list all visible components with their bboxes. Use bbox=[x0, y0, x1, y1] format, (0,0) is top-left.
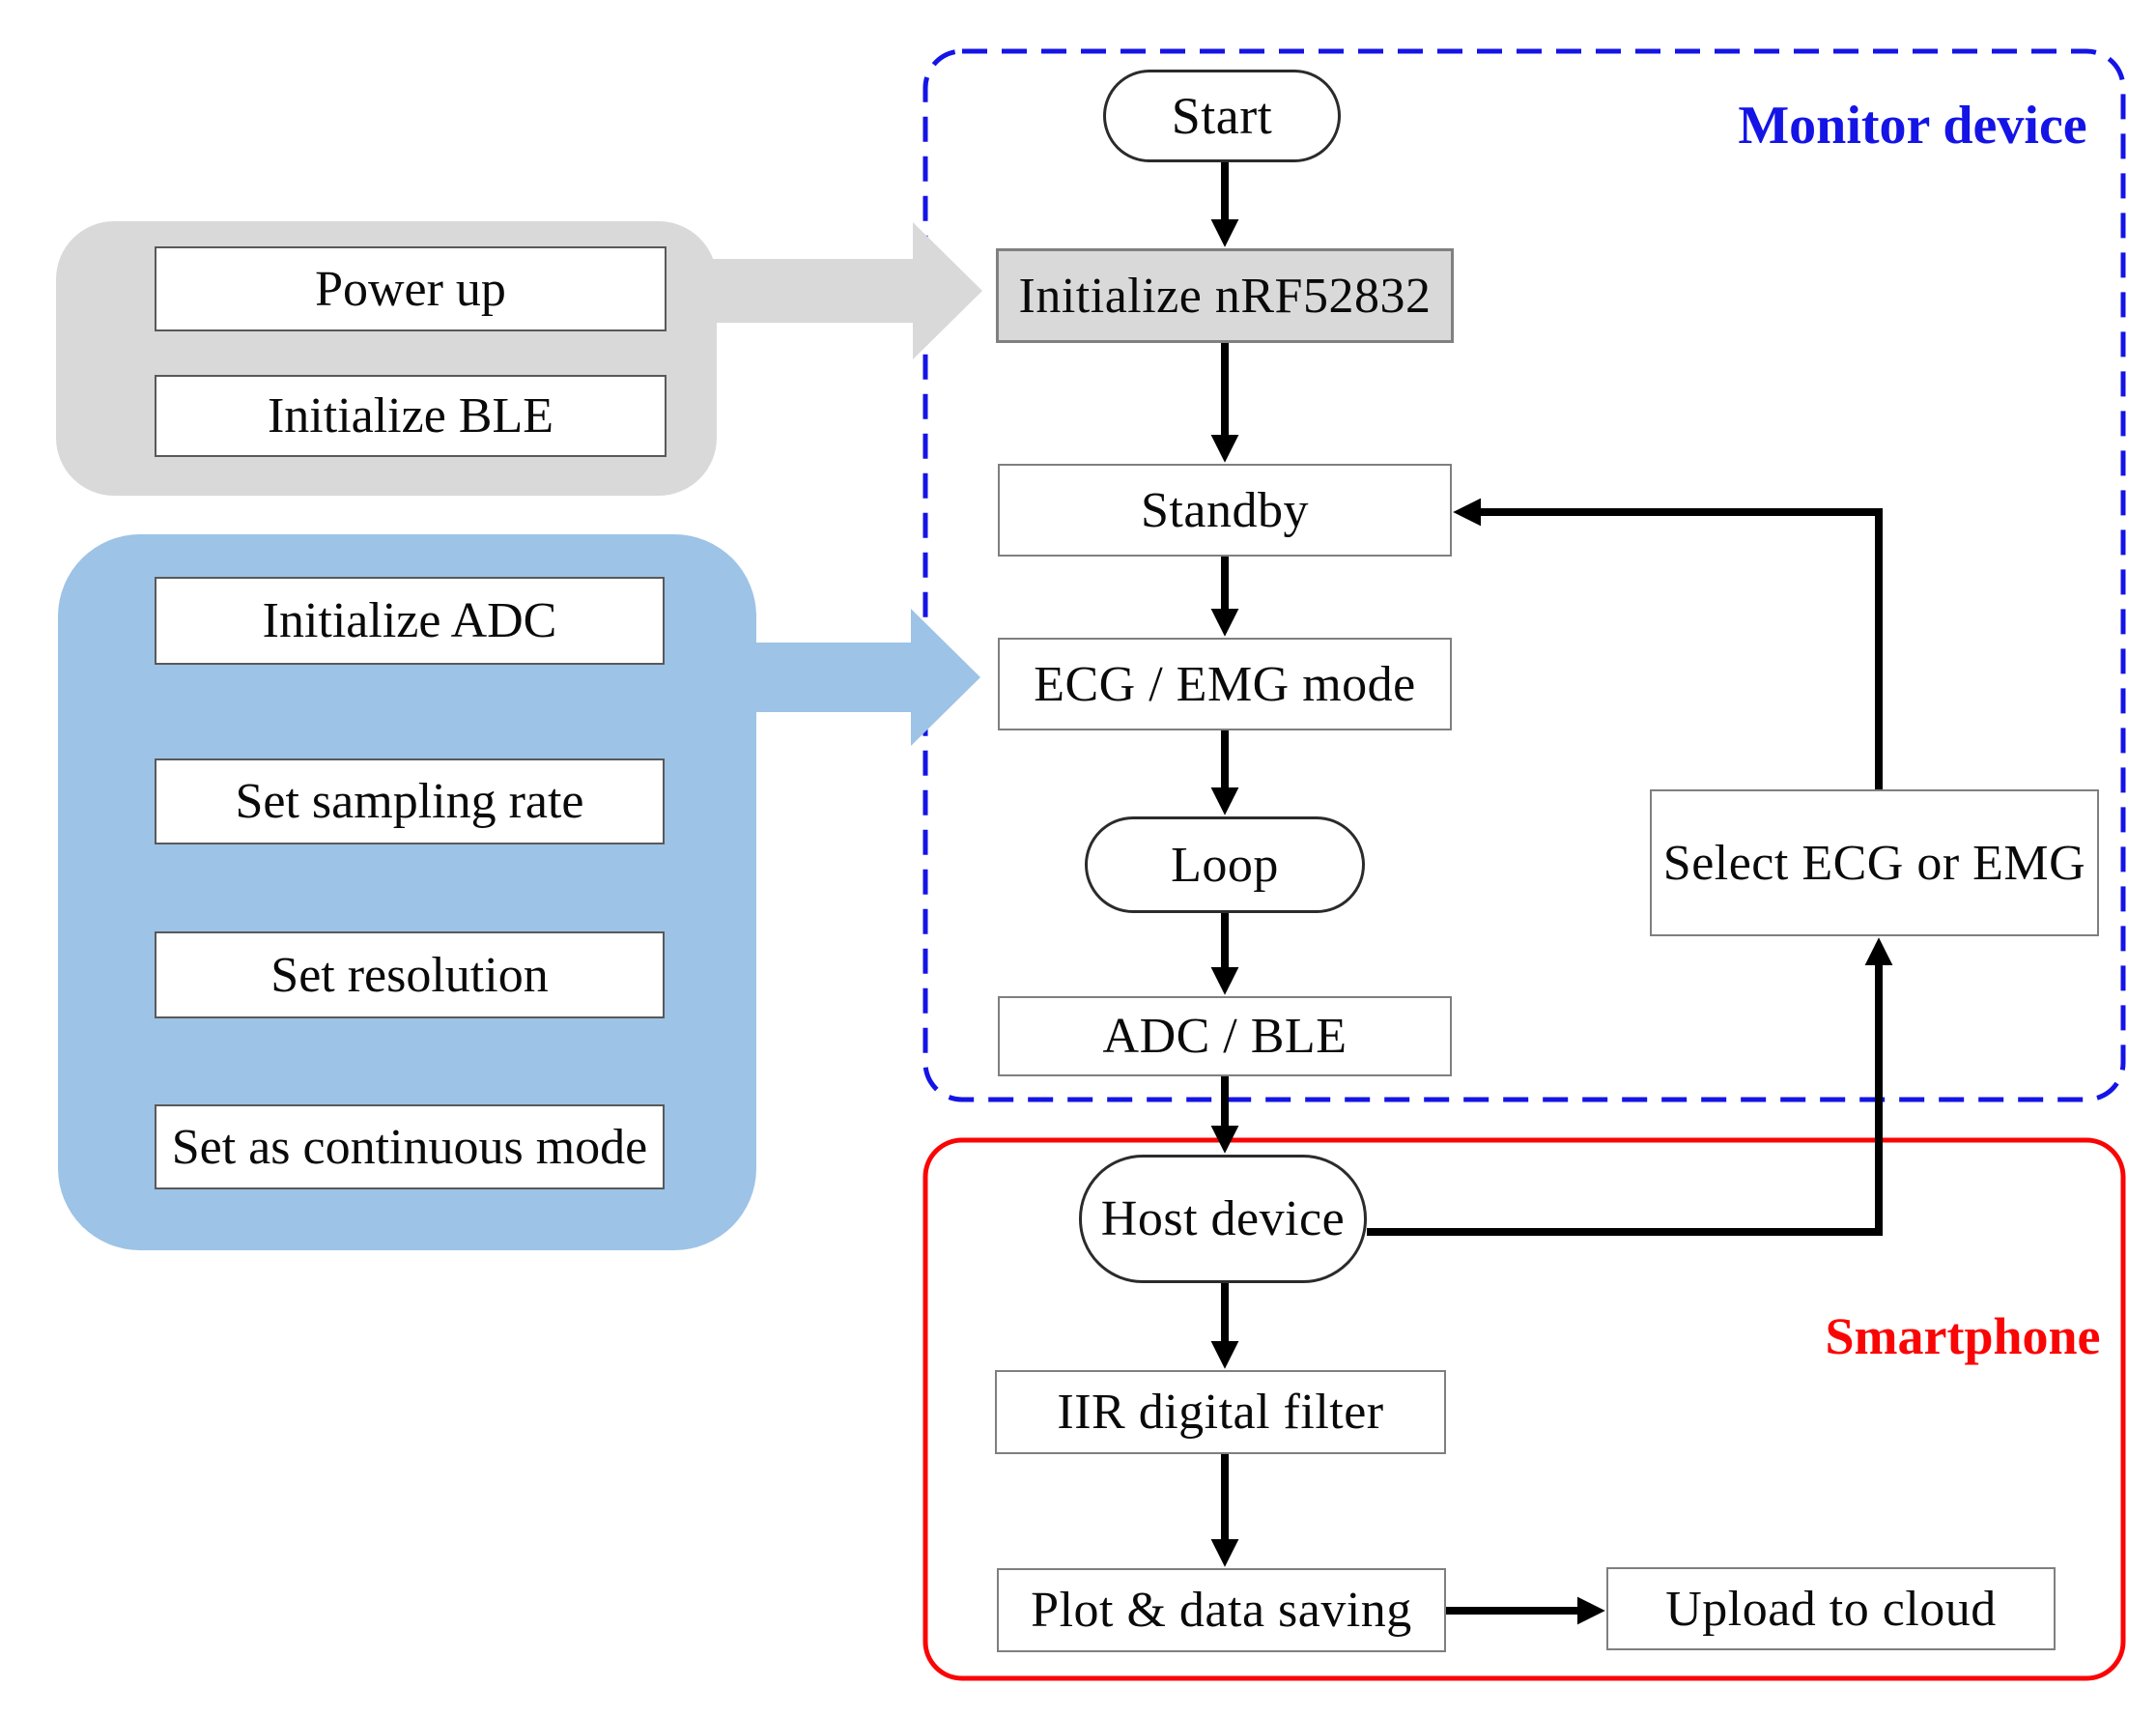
blue-callout-arrow-icon bbox=[752, 609, 980, 746]
node-iir-digital-filter: IIR digital filter bbox=[995, 1370, 1446, 1454]
node-host-device: Host device bbox=[1079, 1155, 1367, 1283]
callout-box-power-up: Power up bbox=[155, 246, 667, 331]
node-plot-data-saving: Plot & data saving bbox=[997, 1568, 1446, 1652]
smartphone-region-label: Smartphone bbox=[1825, 1307, 2101, 1365]
node-start: Start bbox=[1103, 70, 1341, 162]
node-initialize-nrf52832: Initialize nRF52832 bbox=[996, 248, 1454, 343]
node-ecg-emg-mode: ECG / EMG mode bbox=[998, 638, 1452, 730]
monitor-device-region-border bbox=[922, 48, 2126, 1102]
node-loop: Loop bbox=[1085, 816, 1365, 913]
callout-box-set-continuous-mode: Set as continuous mode bbox=[155, 1104, 665, 1189]
callout-box-set-sampling-rate: Set sampling rate bbox=[155, 758, 665, 844]
node-upload-to-cloud: Upload to cloud bbox=[1606, 1567, 2056, 1650]
arrow-host-to-select bbox=[1367, 937, 1893, 1236]
node-standby: Standby bbox=[998, 464, 1452, 557]
node-select-ecg-or-emg: Select ECG or EMG bbox=[1650, 789, 2099, 936]
gray-callout-arrow-icon bbox=[710, 222, 982, 359]
callout-box-initialize-ble: Initialize BLE bbox=[155, 375, 667, 457]
callout-box-set-resolution: Set resolution bbox=[155, 931, 665, 1018]
node-adc-ble: ADC / BLE bbox=[998, 996, 1452, 1076]
arrow-select-to-standby bbox=[1453, 498, 1883, 789]
smartphone-region-border bbox=[922, 1137, 2126, 1681]
callout-box-initialize-adc: Initialize ADC bbox=[155, 577, 665, 665]
monitor-device-region-label: Monitor device bbox=[1738, 96, 2087, 156]
